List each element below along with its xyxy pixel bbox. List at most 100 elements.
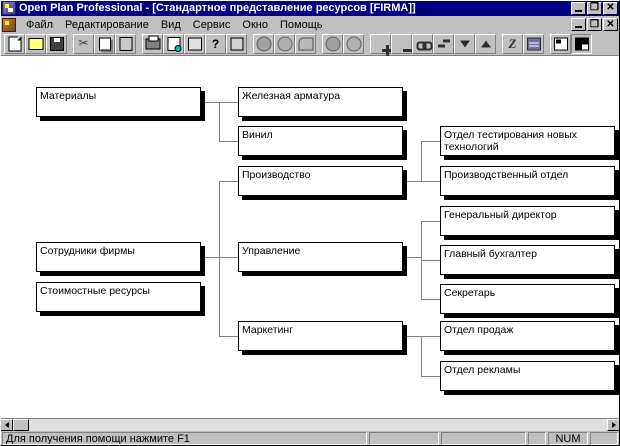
status-pane-3 [528,432,546,445]
document-icon[interactable] [2,17,16,32]
move-up-button[interactable] [475,34,496,54]
print-preview-icon [167,37,181,52]
print-preview-button[interactable] [163,34,184,54]
connector-line [615,181,620,182]
pointer-button[interactable] [226,34,247,54]
summary-button[interactable] [184,34,205,54]
save-button[interactable] [46,34,67,54]
help-button[interactable]: ? [205,34,226,54]
menu-item-file[interactable]: Файл [26,18,54,31]
diagram-node-upravlenie[interactable]: Управление [238,242,403,272]
diagram-node-stoim_resursy[interactable]: Стоимостные ресурсы [36,282,201,312]
title-bar: Open Plan Professional - [Стандартное пр… [0,0,620,16]
cut-scissors-icon: ✂ [78,36,89,50]
node-label: Производственный отдел [444,169,569,181]
layout-button[interactable] [550,34,571,54]
remove-button[interactable] [391,34,412,54]
node-label: Стоимостные ресурсы [40,285,150,297]
diagram-node-sekretar[interactable]: Секретарь [440,284,615,314]
grid-view-icon [526,37,541,51]
move-down-button[interactable] [454,34,475,54]
close-icon: ✕ [606,2,615,13]
circle-grey2-button[interactable] [343,34,364,54]
node-label: Отдел тестирования новых технологий [444,129,578,153]
diagram-node-sotrudniki[interactable]: Сотрудники фирмы [36,242,201,272]
resource-house-icon [298,37,313,51]
scroll-left-button[interactable] [0,419,13,431]
connector-line [219,257,238,258]
layout-icon [553,37,568,51]
connector-line [421,376,440,377]
node-label: Материалы [40,90,97,102]
diagram-node-gen_director[interactable]: Генеральный директор [440,206,615,236]
menu-item-view[interactable]: Вид [160,18,181,31]
diagram-node-otdel_reklamy[interactable]: Отдел рекламы [440,361,615,391]
connector-line [421,336,440,337]
mdi-close-button[interactable]: ✕ [603,18,618,31]
diagram-node-proizvodstvo[interactable]: Производство [238,166,403,196]
mdi-restore-button[interactable]: ❐ [587,18,602,31]
menu-item-edit[interactable]: Редактирование [65,18,149,31]
help-question-icon: ? [211,37,220,51]
connector-line [403,336,421,337]
connector-line [403,181,421,182]
add-button[interactable] [370,34,391,54]
menu-item-help[interactable]: Помощь [279,18,323,31]
grid-view-button[interactable] [523,34,544,54]
mdi-close-icon: ✕ [606,18,615,30]
diagram-node-otdel_test[interactable]: Отдел тестирования новых технологий [440,126,615,156]
connector-line [421,221,440,222]
copy-icon [98,37,111,51]
resource-house-button[interactable] [295,34,316,54]
diagram-node-otdel_prodazh[interactable]: Отдел продаж [440,321,615,351]
new-document-button[interactable] [4,34,25,54]
link-button[interactable] [412,34,433,54]
connector-line [615,376,620,377]
paste-button[interactable] [115,34,136,54]
diagram-node-materialy[interactable]: Материалы [36,87,201,117]
node-label: Главный бухгалтер [444,248,537,260]
horizontal-scrollbar[interactable] [0,418,620,431]
diagram-node-armatura[interactable]: Железная арматура [238,87,403,117]
status-pane-5 [590,432,618,445]
node-label: Сотрудники фирмы [40,245,135,257]
maximize-button[interactable]: ❐ [587,1,602,15]
resource-pie-button[interactable] [274,34,295,54]
connector-line [421,336,422,376]
scroll-thumb[interactable] [13,419,29,431]
copy-button[interactable] [94,34,115,54]
diagram-node-vinil[interactable]: Винил [238,126,403,156]
menu-item-window[interactable]: Окно [242,18,268,31]
open-button[interactable] [25,34,46,54]
cut-button[interactable]: ✂ [73,34,94,54]
diagram-node-gl_buhgalter[interactable]: Главный бухгалтер [440,245,615,275]
resource-circle-button[interactable] [253,34,274,54]
fit-window-button[interactable] [571,34,592,54]
circle-grey-button[interactable] [322,34,343,54]
step-button[interactable] [433,34,454,54]
arrow-right-icon [611,422,616,428]
node-label: Маркетинг [242,324,294,336]
minimize-button[interactable] [571,1,586,15]
mdi-minimize-button[interactable] [571,18,586,31]
connector-line [421,260,440,261]
scroll-right-button[interactable] [607,419,620,431]
resource-circle-icon [256,36,271,52]
window-title: Open Plan Professional - [Стандартное пр… [19,2,416,14]
zoom-button[interactable]: Z [502,34,523,54]
connector-line [421,141,440,142]
diagram-node-marketing[interactable]: Маркетинг [238,321,403,351]
window-controls: ❐ ✕ [570,1,618,15]
connector-line [201,102,219,103]
arrow-left-icon [4,422,9,428]
menu-item-tools[interactable]: Сервис [192,18,231,31]
diagram-node-proizv_otdel[interactable]: Производственный отдел [440,166,615,196]
scroll-track[interactable] [13,419,607,431]
print-button[interactable] [142,34,163,54]
connector-line [219,181,220,336]
node-label: Отдел продаж [444,324,514,336]
close-button[interactable]: ✕ [603,1,618,15]
